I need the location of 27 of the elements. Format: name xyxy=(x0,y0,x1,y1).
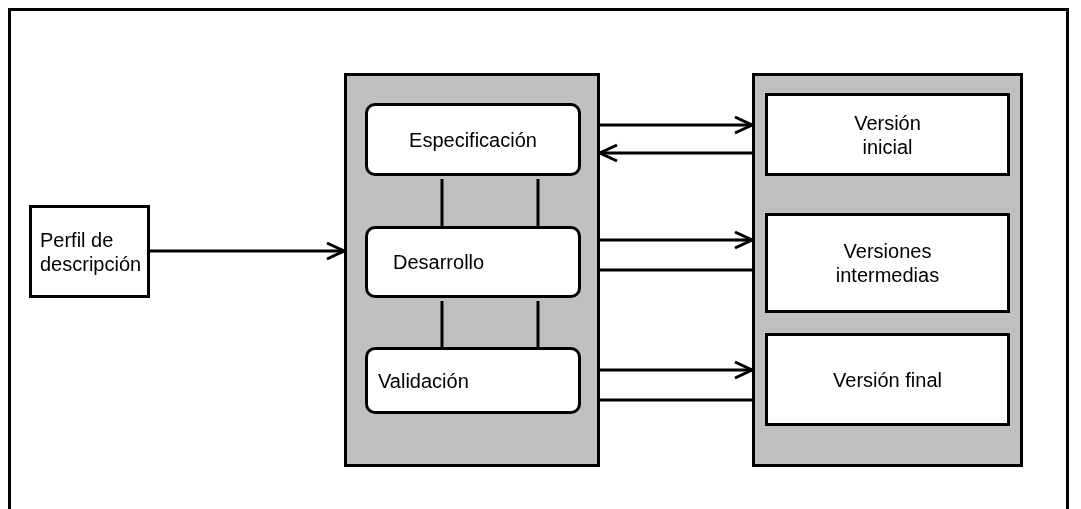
arrow xyxy=(600,360,754,380)
process-box xyxy=(365,103,581,176)
box-label: Validación xyxy=(378,368,469,393)
connector-line xyxy=(536,179,540,229)
box-label: Versiones intermedias xyxy=(834,239,941,287)
arrow xyxy=(600,115,754,135)
process-box xyxy=(365,347,581,414)
connector-line xyxy=(440,179,444,229)
box-label: Especificación xyxy=(409,127,537,152)
box-label: Perfil de descripción xyxy=(40,227,143,276)
process-box xyxy=(365,226,581,298)
process-box xyxy=(765,93,1010,176)
connector-line xyxy=(600,398,752,402)
panel-background xyxy=(344,73,600,467)
process-box xyxy=(765,333,1010,426)
connector-line xyxy=(536,301,540,350)
arrow xyxy=(600,230,754,250)
connector-line xyxy=(600,268,752,272)
box-label: Versión final xyxy=(833,367,942,392)
connector-line xyxy=(440,301,444,350)
box-label: Versión inicial xyxy=(853,110,922,159)
process-box xyxy=(765,213,1010,313)
process-box xyxy=(29,205,150,298)
panel-background xyxy=(752,73,1023,467)
arrow xyxy=(150,241,346,261)
arrow xyxy=(598,143,752,163)
box-label: Desarrollo xyxy=(393,250,485,274)
